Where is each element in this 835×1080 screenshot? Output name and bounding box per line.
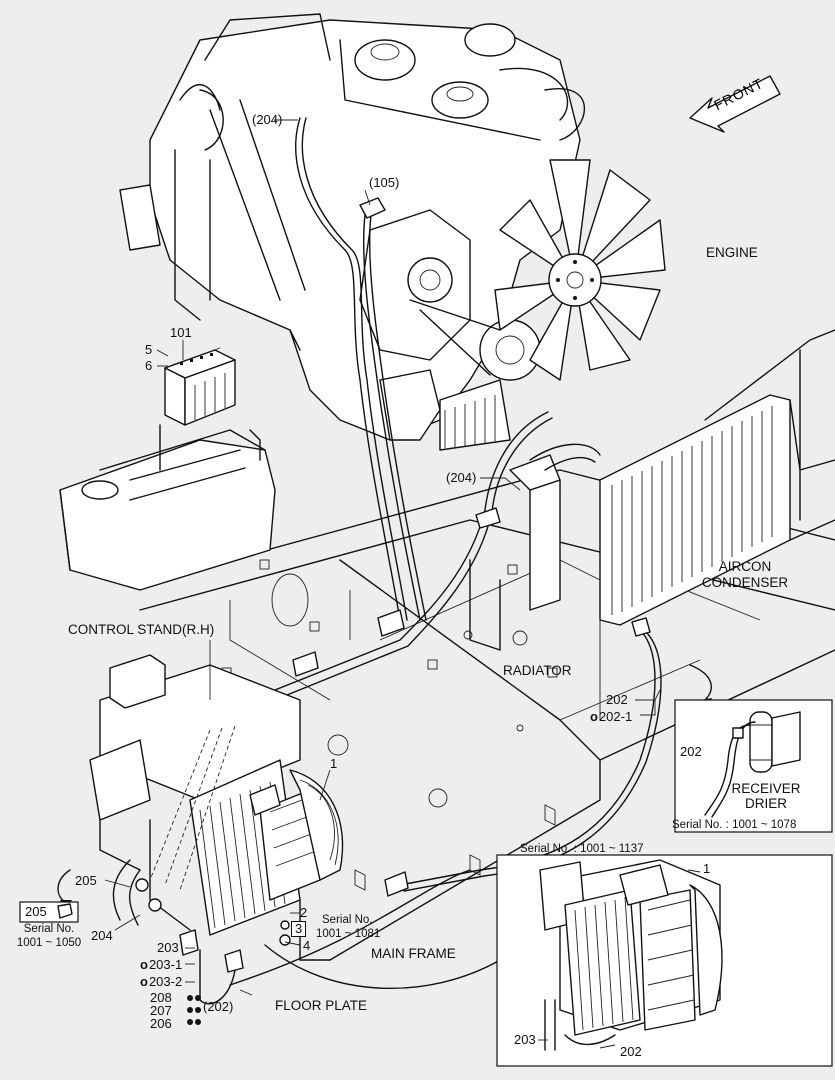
inset-part-202: 202 [620, 1044, 642, 1059]
inset-part-203: 203 [514, 1032, 536, 1047]
part-6: 6 [145, 358, 153, 373]
part-202-1: 202-1 [590, 710, 632, 724]
part-204-top: (204) [252, 112, 283, 127]
serial-2-line1: Serial No. [322, 914, 373, 926]
inset-arrow-2 [57, 869, 71, 903]
part-206: 206 [150, 1016, 172, 1031]
part-204-mid: (204) [446, 470, 477, 485]
fan-drawing [494, 159, 666, 381]
radiator-drawing [469, 443, 601, 651]
receiver-drier-label-2: DRIER [744, 796, 787, 811]
part-202: 202 [606, 692, 628, 707]
engine-drawing [119, 13, 666, 451]
control-panel-drawing [164, 347, 236, 426]
receiver-drier-label-1: RECEIVER [731, 781, 801, 796]
part-202-paren: (202) [203, 999, 234, 1014]
serial-receiver: Serial No. : 1001 ~ 1078 [672, 819, 797, 831]
inset-receiver-drier [674, 699, 833, 833]
part-2: 2 [300, 905, 308, 920]
inset-part-1: 1 [703, 861, 711, 876]
part-4: 4 [303, 938, 311, 953]
floor-plate-label: FLOOR PLATE [275, 998, 368, 1013]
inset-hvac-detail [496, 854, 833, 1067]
serial-205-line1: Serial No. [23, 923, 75, 935]
serial-205-line2: 1001 ~ 1050 [16, 937, 82, 949]
main-frame-label: MAIN FRAME [371, 946, 456, 961]
part-205-box: 205 [25, 904, 47, 919]
front-arrow-icon [689, 75, 781, 133]
part-207: 207 [150, 1003, 172, 1018]
leader-lines [104, 119, 661, 996]
serial-2-line2: 1001 ~ 1081 [316, 928, 381, 940]
part-208: 208 [150, 990, 172, 1005]
condenser-drawing [599, 329, 835, 626]
part-101: 101 [170, 325, 192, 340]
control-stand-label: CONTROL STAND(R.H) [68, 622, 215, 637]
part-1: 1 [330, 756, 338, 771]
hvac-unit-drawing [89, 654, 344, 1025]
radiator-label: RADIATOR [503, 663, 572, 678]
part-105: (105) [369, 175, 400, 190]
hose-drawing [112, 117, 662, 1005]
serial-inset-hvac: Serial No. : 1001 ~ 1137 [520, 843, 644, 855]
tank-drawing [59, 424, 276, 591]
part-203-2: 203-2 [140, 975, 182, 989]
engine-label: ENGINE [706, 245, 758, 260]
part-204-low: 204 [91, 928, 113, 943]
part-5: 5 [145, 342, 153, 357]
part-205: 205 [75, 873, 97, 888]
aircon-condenser-label-1: AIRCON [718, 559, 772, 574]
part-202-inset: 202 [680, 744, 702, 759]
part-3: 3 [291, 921, 307, 937]
clip-205-icon [57, 903, 73, 919]
aircon-condenser-label-2: CONDENSER [701, 575, 789, 590]
inset-arrow-1 [689, 664, 712, 701]
part-203-1: 203-1 [140, 958, 182, 972]
part-203: 203 [157, 940, 179, 955]
